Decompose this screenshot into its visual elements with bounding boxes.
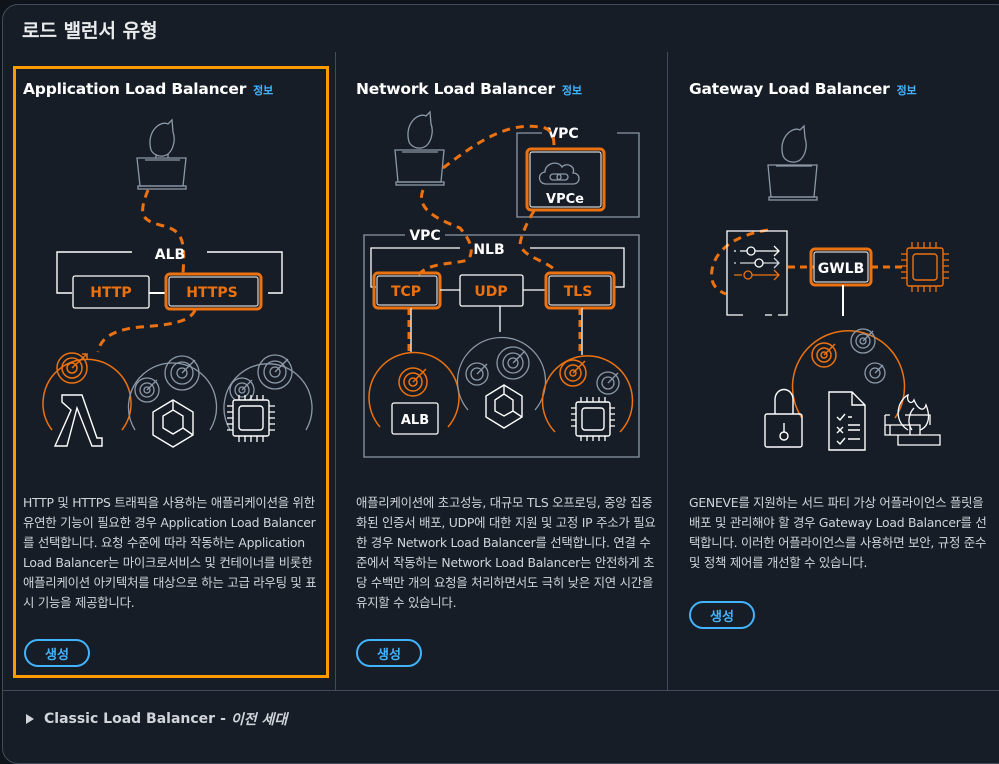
gwlb-title-text: Gateway Load Balancer (689, 80, 890, 98)
alb-card-title: Application Load Balancer 정보 (23, 80, 273, 98)
column-divider (667, 52, 668, 690)
traffic-path (141, 189, 186, 274)
alb-create-button[interactable]: 생성 (24, 639, 90, 667)
traffic-path (442, 124, 556, 170)
vpc-label: VPC (409, 228, 440, 244)
nlb-group-label: NLB (473, 242, 504, 258)
target-icon (811, 328, 886, 384)
gwlb-create-button[interactable]: 생성 (689, 601, 755, 629)
endpoint-vpc-label: VPC (547, 126, 578, 142)
alb-group-outline (56, 251, 283, 294)
lock-icon (764, 388, 803, 448)
user-laptop-icon (394, 110, 445, 186)
nlb-diagram: VPC VPCe VPC NLB TCP UDP TLS ALB (363, 110, 640, 458)
lambda-target-group-icon (42, 352, 132, 447)
alb-target-label: ALB (401, 413, 429, 428)
traffic-path (518, 210, 557, 272)
nlb-create-button[interactable]: 생성 (356, 639, 422, 667)
appliance-instance-icon (901, 242, 949, 292)
gwlb-card-title: Gateway Load Balancer 정보 (689, 80, 917, 98)
https-listener-label: HTTPS (186, 285, 237, 301)
alb-card[interactable] (13, 66, 329, 678)
container-target-group-icon (456, 336, 547, 429)
classic-generation: 이전 세대 (230, 712, 288, 728)
endpoint-vpc-outline (516, 132, 640, 218)
nlb-description: 애플리케이션에 초고성능, 대규모 TLS 오프로딩, 중앙 집중화된 인증서 … (356, 495, 656, 610)
container-target-group-icon (127, 355, 218, 448)
alb-group-label: ALB (155, 247, 185, 263)
gwlb-info-link[interactable]: 정보 (896, 84, 917, 97)
alb-info-link[interactable]: 정보 (253, 84, 274, 97)
instance-target-group-icon (541, 355, 634, 441)
routing-rules-icon (726, 230, 788, 316)
vpce-label: VPCe (546, 192, 584, 207)
nlb-card-title: Network Load Balancer 정보 (356, 80, 582, 98)
firewall-icon (884, 393, 941, 446)
alb-description: HTTP 및 HTTPS 트래픽을 사용하는 애플리케이션을 위한 유연한 기능… (23, 495, 317, 610)
classic-load-balancer-expander[interactable]: Classic Load Balancer - 이전 세대 (26, 709, 287, 729)
classic-separator: - (220, 711, 226, 727)
alb-diagram: ALB HTTP HTTPS (42, 118, 313, 448)
panel-title: 로드 밸런서 유형 (22, 20, 158, 42)
nlb-info-link[interactable]: 정보 (561, 84, 582, 97)
vpce-box (525, 147, 606, 212)
instance-target-group-icon (223, 354, 313, 442)
vpc-outline (363, 234, 640, 458)
row-divider (3, 690, 999, 691)
classic-name: Classic Load Balancer (44, 711, 216, 727)
gwlb-label: GWLB (818, 261, 865, 277)
tls-listener-label: TLS (564, 284, 593, 300)
target-group-circle (791, 330, 906, 419)
nlb-title-text: Network Load Balancer (356, 80, 555, 98)
cloud-link-icon (538, 162, 580, 185)
http-listener-label: HTTP (90, 285, 131, 301)
checklist-icon (828, 391, 866, 451)
gwlb-description: GENEVE를 지원하는 서드 파티 가상 어플라이언스 플릿을 배포 및 관리… (689, 495, 987, 570)
caret-right-icon (26, 714, 34, 724)
traffic-path (710, 228, 769, 296)
https-listener-box (164, 272, 263, 311)
user-laptop-icon (136, 118, 187, 190)
udp-listener-label: UDP (474, 284, 507, 300)
tcp-listener-label: TCP (391, 284, 421, 300)
column-divider (335, 52, 336, 690)
user-laptop-icon (767, 124, 818, 201)
traffic-path (96, 309, 197, 353)
traffic-path (416, 189, 473, 277)
load-balancer-types-panel (2, 4, 999, 764)
gwlb-diagram: GWLB (710, 124, 949, 451)
alb-target-group-icon (368, 351, 460, 435)
alb-title-text: Application Load Balancer (23, 80, 247, 98)
